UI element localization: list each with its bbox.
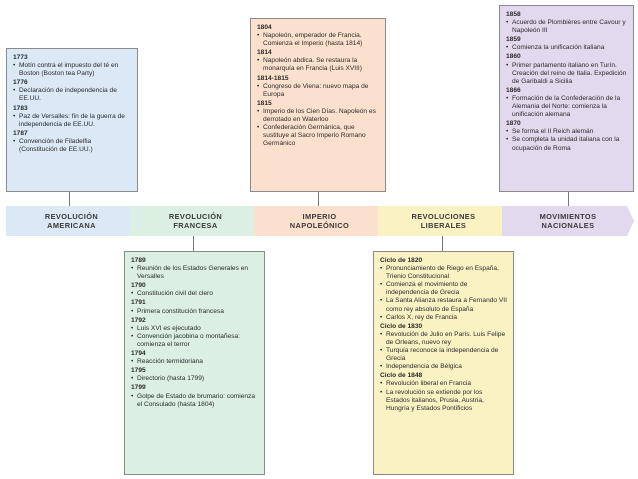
event-item: Pronunciamiento de Riego en España, Trie… <box>380 265 507 281</box>
event-item: Se completa la unidad italiana con la oc… <box>506 136 627 152</box>
event-item: Declaración de independencia de EE.UU. <box>13 87 131 103</box>
event-item: Reunión de los Estados Generales en Vers… <box>131 265 258 281</box>
event-year: 1783 <box>13 104 28 112</box>
connector-americana <box>69 192 70 206</box>
connector-napoleon <box>318 192 319 206</box>
era-americana: REVOLUCIÓN AMERICANA <box>6 206 137 236</box>
era-liberales-label: REVOLUCIONES LIBERALES <box>411 212 476 230</box>
event-item: Se forma el II Reich alemán <box>506 128 627 136</box>
event-item: Independencia de Bélgica <box>380 363 507 371</box>
event-item: Reacción termidoriana <box>131 358 258 366</box>
event-year: 1790 <box>131 282 146 290</box>
event-item: Napoleón abdica. Se restaura la monarquí… <box>257 57 379 73</box>
era-americana-label: REVOLUCIÓN AMERICANA <box>44 212 99 230</box>
era-francesa: REVOLUCIÓN FRANCESA <box>130 206 261 236</box>
event-year: 1794 <box>131 350 146 358</box>
connector-liberales <box>442 236 443 251</box>
event-item: Motín contra el impuesto del té en Bosto… <box>13 62 131 78</box>
event-item: Constitución civil del clero <box>131 290 258 298</box>
event-item: Imperio de los Cien Días. Napoleón es de… <box>257 108 379 124</box>
era-nacionales: MOVIMIENTOS NACIONALES <box>502 206 634 236</box>
event-item: Directorio (hasta 1799) <box>131 375 258 383</box>
era-nacionales-label: MOVIMIENTOS NACIONALES <box>539 212 597 230</box>
event-item: Primera constitución francesa <box>131 308 258 316</box>
event-year: 1787 <box>13 129 28 137</box>
event-year: 1776 <box>13 79 28 87</box>
americana-events-box: 1773Motín contra el impuesto del té en B… <box>6 48 138 192</box>
event-year: 1870 <box>506 120 521 128</box>
event-item: Acuerdo de Plombières entre Cavour y Nap… <box>506 19 627 35</box>
event-year: 1858 <box>506 11 521 18</box>
event-item: Comienza la unificación italiana <box>506 44 627 52</box>
event-year: Ciclo de 1848 <box>380 372 423 380</box>
event-item: Confederación Germánica, que sustituye a… <box>257 124 379 148</box>
event-item: Paz de Versalles: fin de la guerra de in… <box>13 113 131 129</box>
event-year: Ciclo de 1830 <box>380 322 423 330</box>
event-item: Luis XVI es ejecutado <box>131 325 258 333</box>
event-item: Napoleón, emperador de Francia. Comienza… <box>257 32 379 48</box>
era-liberales: REVOLUCIONES LIBERALES <box>378 206 509 236</box>
francesa-events-box: 1789Reunión de los Estados Generales en … <box>124 251 265 475</box>
connector-francesa <box>193 236 194 251</box>
event-year: 1815 <box>257 99 272 107</box>
event-year: 1866 <box>506 86 521 94</box>
event-year: 1804 <box>257 24 272 31</box>
event-year: 1859 <box>506 36 521 44</box>
event-year: 1791 <box>131 299 146 307</box>
era-napoleon: IMPERIO NAPOLEÓNICO <box>254 206 385 236</box>
event-item: La Santa Alianza restaura a Fernando VII… <box>380 297 507 313</box>
connector-nacionales <box>568 192 569 206</box>
event-item: La revolución se extiende por los Estado… <box>380 389 507 413</box>
event-year: 1799 <box>131 384 146 392</box>
event-year: 1773 <box>13 54 28 61</box>
event-item: Congreso de Viena: nuevo mapa de Europa <box>257 83 379 99</box>
event-item: Carlos X, rey de Francia <box>380 314 507 322</box>
liberales-events-box: Ciclo de 1820Pronunciamiento de Riego en… <box>373 251 514 475</box>
event-item: Formación de la Confederación de la Alem… <box>506 95 627 119</box>
nacionales-events-box: 1858Acuerdo de Plombières entre Cavour y… <box>499 5 634 192</box>
event-year: 1814-1815 <box>257 74 289 82</box>
event-item: Comienza el movimiento de independencia … <box>380 281 507 297</box>
era-napoleon-label: IMPERIO NAPOLEÓNICO <box>289 212 350 230</box>
event-year: Ciclo de 1820 <box>380 257 423 264</box>
event-year: 1795 <box>131 367 146 375</box>
event-item: Convención de Filadelfia (Constitución d… <box>13 138 131 154</box>
event-year: 1792 <box>131 316 146 324</box>
era-francesa-label: REVOLUCIÓN FRANCESA <box>168 212 223 230</box>
napoleon-events-box: 1804Napoleón, emperador de Francia. Comi… <box>250 18 386 192</box>
event-item: Primer parlamento italiano en Turín. Cre… <box>506 62 627 86</box>
event-item: Turquía reconoce la independencia de Gre… <box>380 347 507 363</box>
event-year: 1814 <box>257 49 272 57</box>
event-item: Convención jacobina o montañesa: comienz… <box>131 333 258 349</box>
event-item: Revolución liberal en Francia <box>380 380 507 388</box>
event-year: 1860 <box>506 53 521 61</box>
event-year: 1789 <box>131 257 146 264</box>
event-item: Revolución de Julio en París. Luis Felip… <box>380 331 507 347</box>
event-item: Golpe de Estado de brumario: comienza el… <box>131 393 258 409</box>
